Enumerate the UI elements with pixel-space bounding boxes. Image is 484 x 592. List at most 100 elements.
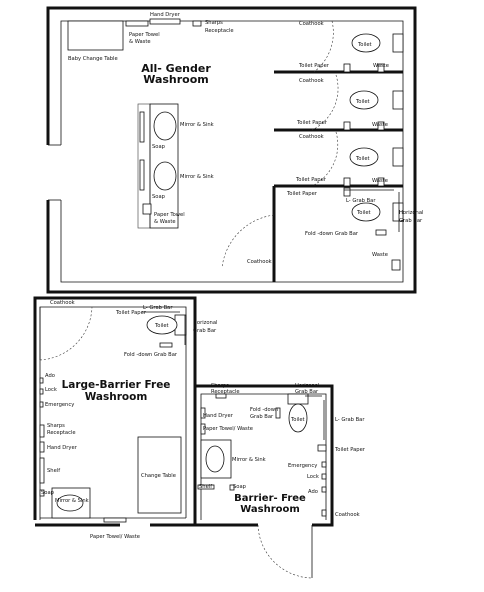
bf-lock-label: Lock (307, 474, 319, 480)
waste-label-1: Waste (373, 63, 389, 69)
bf-toilet (288, 403, 308, 433)
bf-toilet-tank (287, 393, 309, 405)
bf-horizontal-grab-label-2: Grab Bar (295, 389, 319, 395)
bf-ado (321, 486, 327, 493)
toilet-paper-holder-1 (343, 63, 351, 73)
mirror-sink-label-2: Mirror & Sink (180, 174, 214, 180)
large-bf-fold-down-grab (159, 342, 173, 348)
paper-towel-dispenser-mid (142, 203, 152, 215)
bf-door-swing (257, 524, 313, 579)
soap-label-2: Soap (152, 194, 166, 200)
stall-door-swing-2 (311, 74, 339, 131)
toilet-label-1: Toilet (357, 42, 372, 48)
bf-l-grab-label: L- Grab Bar (335, 417, 365, 423)
large-bf-hand-dryer (39, 441, 45, 453)
large-bf-hand-dryer-label: Hand Dryer (47, 445, 78, 451)
large-bf-l-grab-label: L- Grab Bar (143, 305, 173, 311)
sink-1 (153, 111, 177, 141)
toilet-label-3: Toilet (355, 156, 370, 162)
change-table-label: Change Table (141, 473, 176, 479)
toilet-paper-label-1: Toilet Paper (298, 63, 330, 69)
bf-sink (205, 445, 225, 473)
bf-hand-dryer (200, 407, 206, 419)
sharps-receptacle (192, 20, 202, 27)
bf-title: Barrier- Free (234, 493, 306, 504)
large-bf-inner-wall (39, 306, 187, 520)
ado-label: Ado (45, 373, 55, 379)
waste-bin-3 (377, 177, 385, 187)
bf-ado-label: Ado (308, 489, 318, 495)
large-bf-horizontal-grab-label: Horizonal (193, 320, 217, 326)
toilet-paper-holder-4 (343, 187, 351, 197)
paper-towel-top-label-2: & Waste (129, 39, 151, 45)
bf-sharps-label-2: Receptacle (211, 389, 240, 395)
soap-label-1: Soap (152, 144, 166, 150)
bf-coathook (321, 509, 327, 517)
large-bf-coathook-label: Coathook (50, 300, 75, 306)
sharps-label-2: Receptacle (205, 28, 234, 34)
toilet-tank-2 (392, 90, 404, 110)
mirror-1 (139, 111, 145, 143)
bf-soap-label: Soap (233, 484, 247, 490)
all-gender-washroom: Hand Dryer Sharps Receptacle Paper Towel… (46, 6, 423, 294)
toilet-1 (351, 33, 381, 53)
accessible-stall-door-swing (221, 214, 275, 269)
large-bf-sharps-label: Sharps (47, 423, 65, 429)
hand-dryer-label: Hand Dryer (150, 12, 181, 18)
large-bf-toilet-label: Toilet (154, 323, 169, 329)
bf-paper-towel (200, 423, 206, 435)
large-bf-sharps (39, 424, 45, 438)
ado-button (39, 377, 44, 384)
toilet-2 (349, 90, 379, 110)
large-bf-sharps-label-2: Receptacle (47, 430, 76, 436)
coathook-label-2: Coathook (299, 78, 324, 84)
l-grab-bar-label: L- Grab Bar (346, 198, 376, 204)
bf-toilet-label: Toilet (290, 417, 305, 423)
large-bf-paper-towel-label: Paper Towel/ Waste (90, 534, 140, 540)
toilet-tank-4 (392, 202, 404, 222)
paper-towel-mid-label: Paper Towel (154, 212, 185, 218)
large-bf-sink (56, 494, 84, 512)
change-table (137, 436, 182, 514)
bf-shelf-label: Shelf (199, 484, 212, 490)
bf-fold-down-label: Fold -down (250, 407, 278, 413)
waste-label-3: Waste (372, 178, 388, 184)
lock (39, 388, 44, 395)
bf-shelf (197, 484, 215, 490)
toilet-3 (349, 147, 379, 167)
bf-mirror-sink-label: Mirror & Sink (232, 457, 266, 463)
bf-outer-wall (193, 384, 334, 527)
bf-title-2: Washroom (240, 504, 300, 515)
large-bf-toilet (146, 315, 178, 335)
bf-coathook-label: Coathook (335, 512, 360, 518)
paper-towel-dispenser-top (125, 20, 149, 27)
bf-emergency-label: Emergency (288, 463, 317, 469)
waste-label-4: Waste (372, 252, 388, 258)
toilet-paper-label-2: Toilet Paper (296, 120, 328, 126)
barrier-free-washroom: Sharps Receptacle Horizonal Grab Bar Han… (193, 383, 366, 579)
sink-2 (153, 161, 177, 191)
large-bf-soap (39, 489, 45, 497)
bf-fold-down-label-2: Grab Bar (250, 414, 274, 420)
coathook-label-4: Coathook (247, 259, 272, 265)
bf-sharps-label: Sharps (211, 383, 229, 389)
baby-change-table-label: Baby Change Table (68, 56, 118, 62)
waste-bin-4 (391, 259, 401, 271)
coathook-label-1: Coathook (299, 21, 324, 27)
emergency-button (39, 401, 44, 408)
large-bf-shelf-label: Shelf (47, 468, 60, 474)
emergency-label: Emergency (45, 402, 74, 408)
bf-horizontal-grab-label: Horizonal (295, 383, 319, 389)
stall-door-swing-3 (311, 131, 339, 187)
large-bf-title-2: Washroom (85, 391, 148, 403)
large-bf-toilet-paper-label: Toilet Paper (115, 310, 147, 316)
large-bf-mirror-sink-label: Mirror & Sink (55, 498, 89, 504)
coathook-label-3: Coathook (299, 134, 324, 140)
hand-dryer (149, 18, 181, 25)
large-bf-outer-wall (33, 296, 197, 527)
all-gender-title: All- Gender (141, 62, 211, 75)
mirror-sink-label-1: Mirror & Sink (180, 122, 214, 128)
toilet-paper-holder-3 (343, 177, 351, 187)
toilet-paper-holder-2 (343, 121, 351, 131)
